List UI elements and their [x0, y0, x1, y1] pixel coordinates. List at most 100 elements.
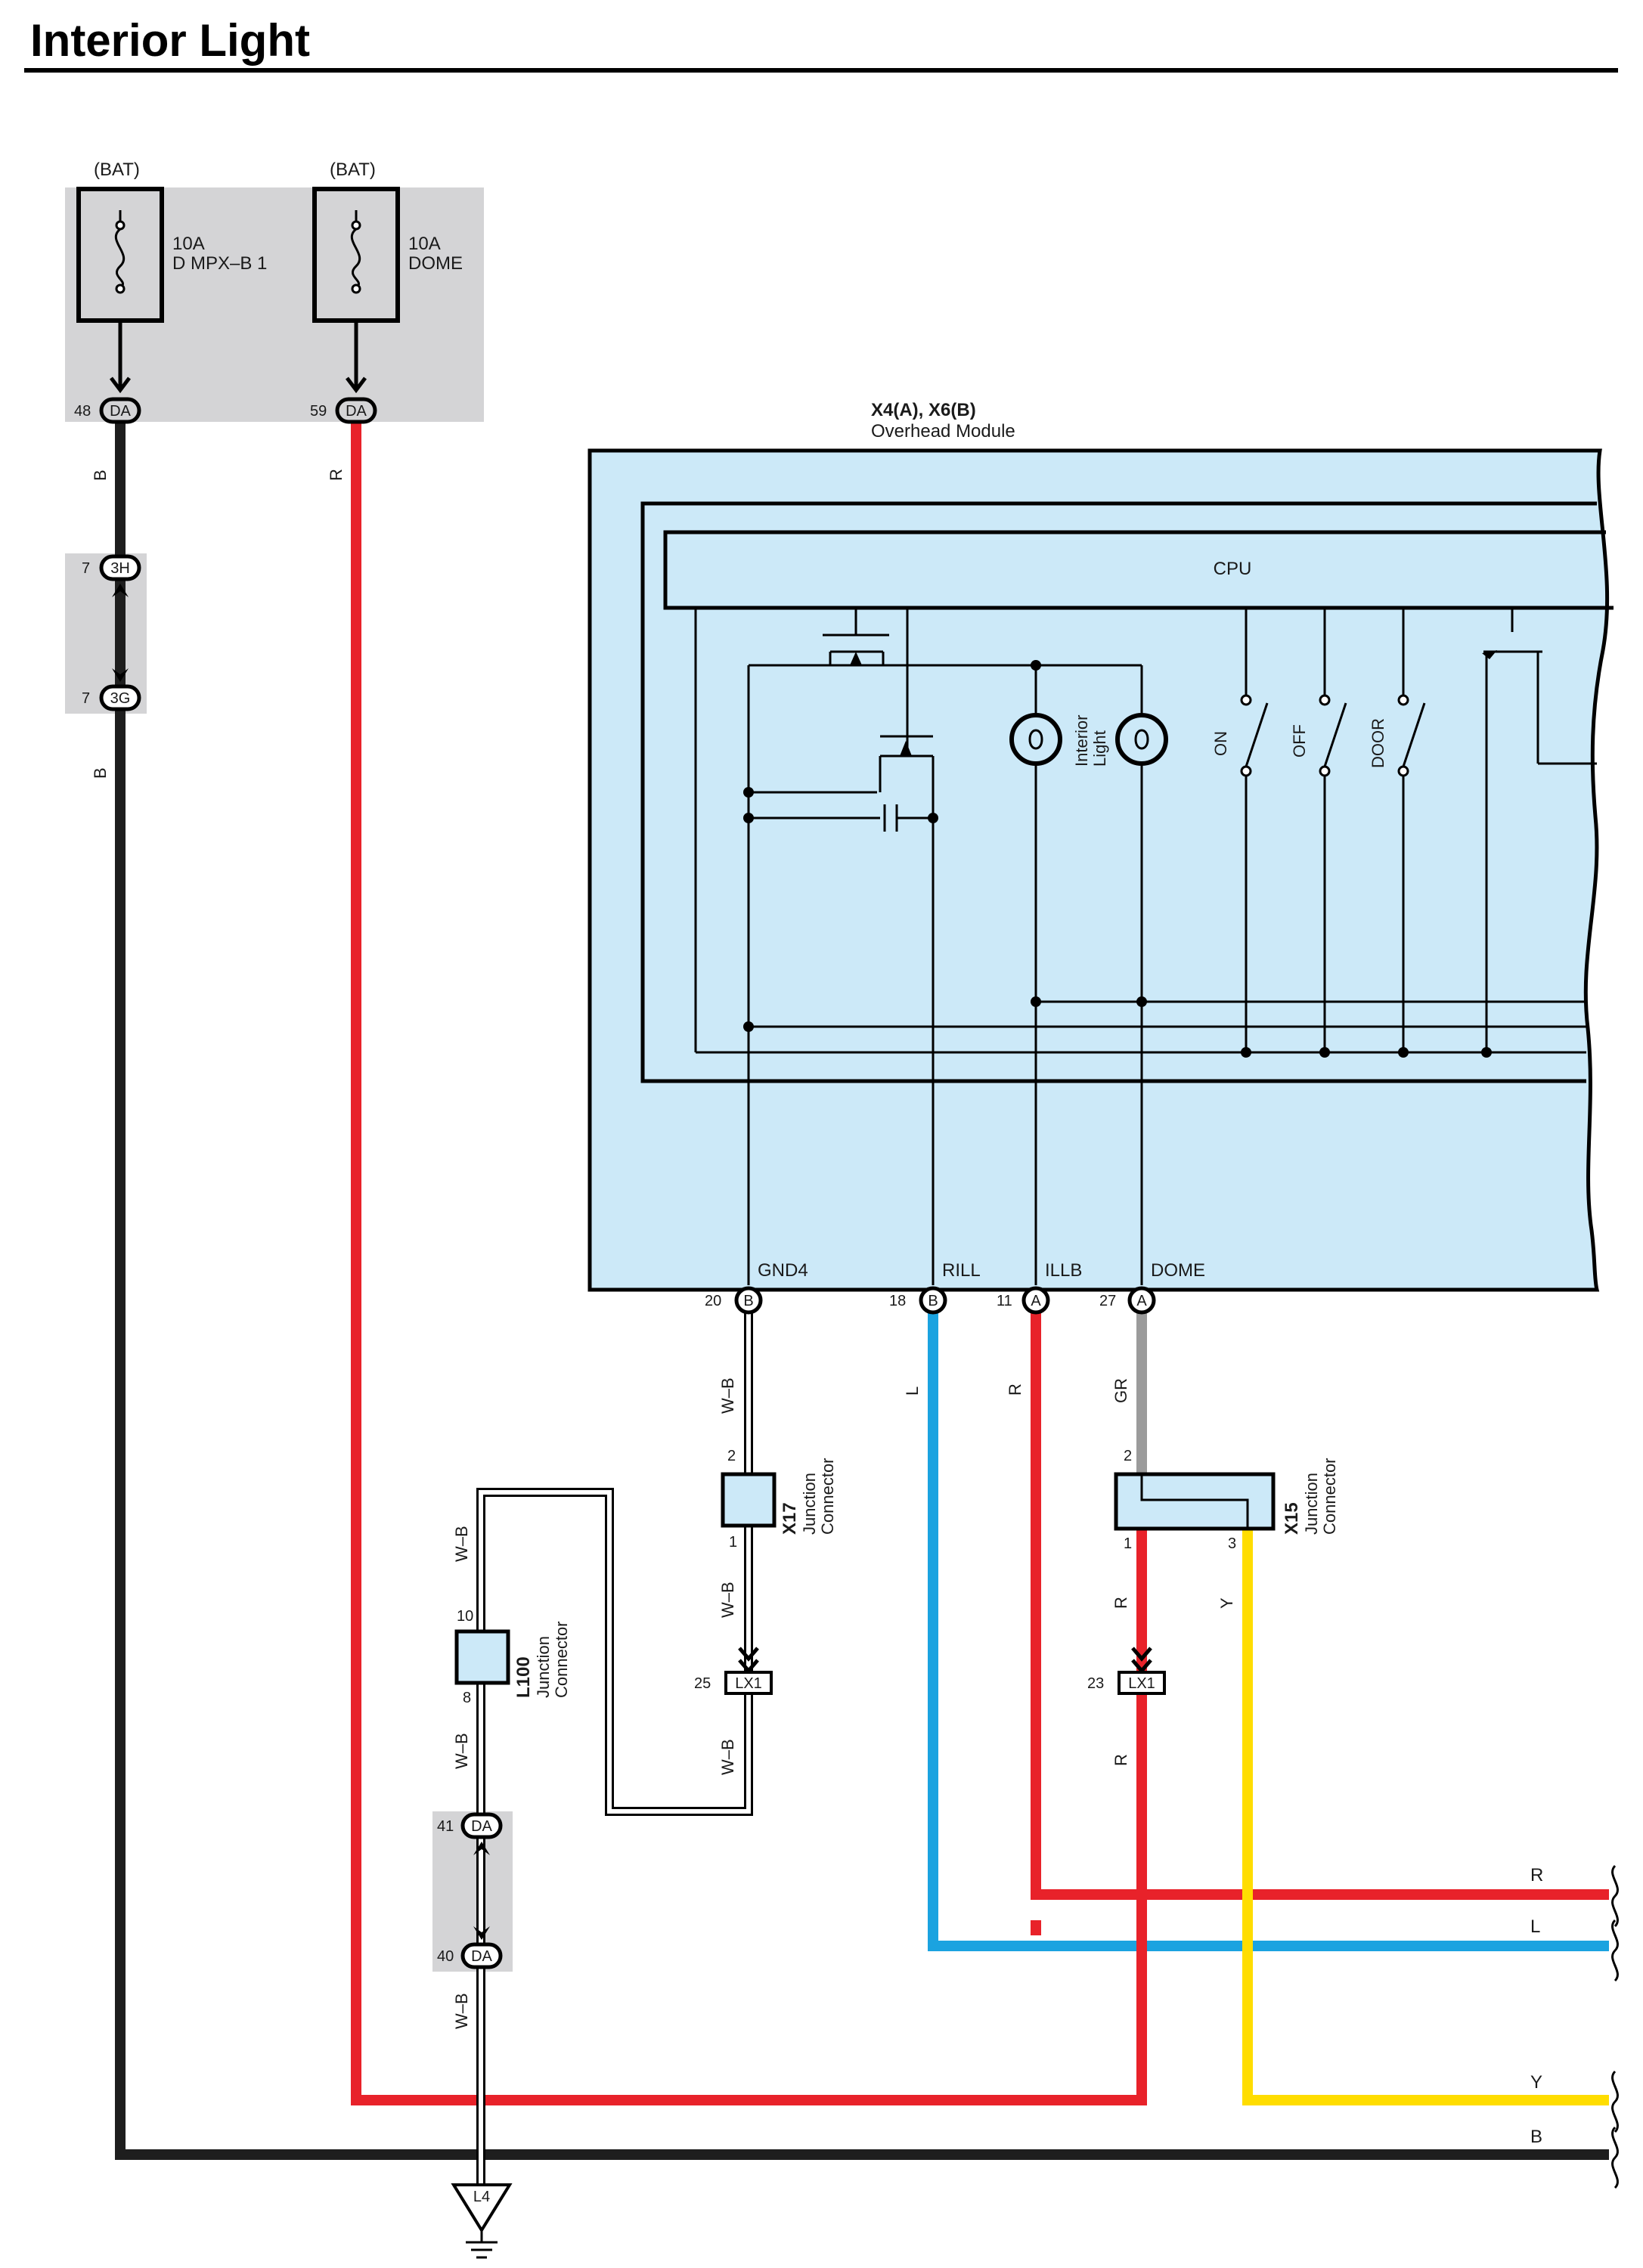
svg-text:Junction: Junction [800, 1473, 819, 1535]
svg-text:DA: DA [471, 1948, 492, 1965]
fuse-d-mpx-b1: (BAT) 10A D MPX–B 1 [76, 160, 267, 323]
svg-text:B: B [928, 1293, 938, 1309]
page-title: Interior Light [30, 15, 310, 66]
fuse-source-label: (BAT) [94, 160, 140, 180]
svg-text:Light: Light [1090, 730, 1109, 767]
svg-text:Junction: Junction [1302, 1473, 1321, 1535]
module-ref-label: X4(A), X6(B) [871, 400, 976, 420]
connector-da-59: DA 59 [310, 397, 377, 424]
svg-text:2: 2 [727, 1448, 736, 1464]
ground-l4: L4 [451, 2183, 513, 2259]
junction-connector-l100: 10 8 L100 Junction Connector [454, 1608, 571, 1706]
wire-label-l: L [903, 1387, 922, 1396]
module-internal-circuit [694, 608, 1597, 1285]
svg-text:1: 1 [1124, 1535, 1132, 1552]
svg-text:X17: X17 [780, 1502, 800, 1535]
svg-text:Connector: Connector [1320, 1458, 1339, 1535]
svg-text:3G: 3G [110, 690, 131, 707]
svg-text:DA: DA [110, 403, 131, 420]
svg-text:3: 3 [1228, 1535, 1236, 1552]
connector-lx1-25: LX1 25 [694, 1647, 773, 1695]
svg-text:23: 23 [1087, 1675, 1104, 1692]
wire-label-wb: W–B [452, 1526, 471, 1562]
terminal-dome-pin: A 27 [1099, 1286, 1156, 1315]
svg-text:A: A [1031, 1293, 1041, 1309]
svg-text:7: 7 [82, 690, 90, 707]
svg-text:B: B [743, 1293, 753, 1309]
svg-text:A: A [1136, 1293, 1147, 1309]
wire-wb-double [476, 1311, 753, 2185]
connector-da-41: DA 41 [437, 1812, 503, 1855]
svg-text:3H: 3H [110, 560, 130, 577]
terminal-illb-pin: A 11 [997, 1286, 1050, 1315]
junction-connector-x17: 2 1 X17 Junction Connector [721, 1448, 837, 1551]
wire-label-r: R [1111, 1754, 1130, 1766]
wire-label-y: Y [1217, 1597, 1236, 1609]
wire-label-r: R [1006, 1383, 1025, 1396]
svg-text:L100: L100 [513, 1656, 534, 1698]
svg-text:20: 20 [705, 1293, 721, 1309]
svg-text:Junction: Junction [534, 1636, 553, 1698]
terminal-rill-pin: B 18 [889, 1286, 947, 1315]
wire-r-dome [351, 423, 1147, 2105]
svg-text:8: 8 [463, 1690, 471, 1706]
wire-label-wb: W–B [718, 1739, 737, 1775]
title-rule [24, 68, 1618, 73]
svg-text:2: 2 [1124, 1448, 1132, 1464]
cpu-block: CPU [1214, 559, 1252, 579]
svg-text:1: 1 [729, 1534, 737, 1551]
wire-r-illb [1031, 1311, 1609, 1900]
fuse-rating-label: 10A [408, 234, 441, 254]
terminal-gnd4-label: GND4 [758, 1260, 808, 1281]
terminal-rill-label: RILL [942, 1260, 981, 1281]
svg-text:48: 48 [74, 403, 91, 420]
fuse-name-label: DOME [408, 253, 463, 274]
wire-label-r: R [1111, 1597, 1130, 1609]
svg-text:27: 27 [1099, 1293, 1116, 1309]
wire-color-labels: B B R W–B W–B W–B W–B W–B W–B L R GR R Y… [91, 469, 1236, 2029]
svg-text:Connector: Connector [818, 1458, 837, 1535]
module-name-label: Overhead Module [871, 421, 1015, 442]
wire-label-r: R [327, 469, 346, 481]
connector-da-40: DA 40 [437, 1926, 503, 1969]
fuse-name-label: D MPX–B 1 [172, 253, 267, 274]
wire-y [1242, 1530, 1609, 2105]
svg-text:11: 11 [997, 1293, 1012, 1309]
wire-label-wb: W–B [452, 1733, 471, 1769]
cpu-label: CPU [1214, 559, 1252, 579]
svg-text:59: 59 [310, 403, 327, 420]
interior-light-lamp-dome [1115, 713, 1168, 766]
wire-break-symbols [1611, 1864, 1619, 2189]
switch-door-label: DOOR [1369, 718, 1387, 768]
connector-3h: 3H 7 [82, 554, 141, 597]
svg-text:X15: X15 [1282, 1502, 1302, 1535]
junction-connector-x15: 2 1 3 X15 Junction Connector [1114, 1448, 1339, 1552]
terminal-dome-label: DOME [1151, 1260, 1205, 1281]
svg-text:41: 41 [437, 1818, 454, 1835]
svg-text:Connector: Connector [552, 1621, 571, 1698]
interior-light-label: Interior Light [1072, 715, 1109, 767]
fuse-rating-label: 10A [172, 234, 205, 254]
svg-text:DA: DA [471, 1818, 492, 1835]
switch-on-label: ON [1211, 731, 1230, 756]
connector-3g: 3G 7 [82, 668, 141, 711]
switch-blades [1240, 694, 1426, 777]
overhead-module-inner-frame [640, 501, 1597, 1083]
terminal-illb-label: ILLB [1045, 1260, 1082, 1281]
svg-text:LX1: LX1 [1128, 1675, 1155, 1692]
svg-text:Interior: Interior [1072, 715, 1091, 767]
svg-text:DA: DA [346, 403, 367, 420]
svg-text:18: 18 [889, 1293, 906, 1309]
switch-off-label: OFF [1290, 724, 1309, 758]
module-junction-dots [743, 650, 1497, 1058]
wire-b-black [115, 423, 1609, 2160]
svg-text:L4: L4 [473, 2189, 490, 2205]
svg-text:40: 40 [437, 1948, 454, 1965]
svg-text:7: 7 [82, 560, 90, 577]
fuse-dome: (BAT) 10A DOME [312, 160, 463, 323]
wire-l-rill [928, 1311, 1609, 1951]
wire-label-gr: GR [1111, 1378, 1130, 1403]
connector-da-48: DA 48 [74, 397, 141, 424]
fuse-connector-arrows [110, 321, 367, 394]
